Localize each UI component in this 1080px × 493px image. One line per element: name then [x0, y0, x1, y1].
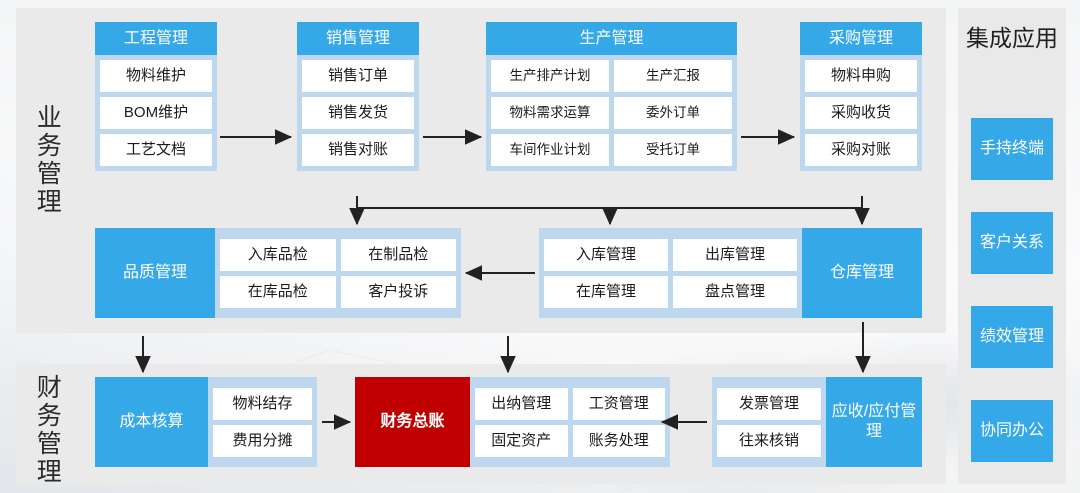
module-header: 采购管理	[800, 22, 922, 55]
module-header: 销售管理	[297, 22, 419, 55]
module-item[interactable]: 物料申购	[805, 60, 917, 92]
integrated-apps-title: 集成应用	[966, 25, 1058, 51]
module-item[interactable]: 物料需求运算	[491, 97, 609, 129]
module-header: 仓库管理	[802, 228, 922, 318]
module-item[interactable]: 盘点管理	[673, 275, 797, 308]
module-production-management[interactable]: 生产管理 生产排产计划 生产汇报 物料需求运算 委外订单 车间作业计划 受托订单	[486, 22, 737, 171]
module-item[interactable]: 出纳管理	[475, 387, 568, 420]
module-item[interactable]: 发票管理	[717, 387, 821, 420]
module-items: 出纳管理 工资管理 固定资产 账务处理	[470, 377, 670, 467]
module-item[interactable]: 固定资产	[475, 424, 568, 457]
module-item[interactable]: 受托订单	[614, 134, 732, 166]
module-item[interactable]: BOM维护	[100, 97, 212, 129]
module-item[interactable]: 入库管理	[544, 238, 668, 271]
module-items: 物料结存 费用分摊	[208, 377, 317, 467]
module-items: 发票管理 往来核销	[712, 377, 826, 467]
module-items: 物料维护 BOM维护 工艺文档	[95, 55, 217, 171]
module-item[interactable]: 工艺文档	[100, 134, 212, 166]
module-item[interactable]: 费用分摊	[213, 424, 312, 457]
module-item[interactable]: 工资管理	[572, 387, 665, 420]
app-chip-collaborative-office[interactable]: 协同办公	[971, 400, 1053, 462]
module-item[interactable]: 在制品检	[340, 238, 456, 271]
module-item[interactable]: 采购对账	[805, 134, 917, 166]
module-header: 成本核算	[95, 377, 208, 467]
module-item[interactable]: 物料维护	[100, 60, 212, 92]
module-header: 财务总账	[355, 377, 470, 467]
module-item[interactable]: 销售订单	[302, 60, 414, 92]
module-item[interactable]: 车间作业计划	[491, 134, 609, 166]
module-item[interactable]: 在库管理	[544, 275, 668, 308]
module-header: 应收/应付管理	[826, 377, 922, 467]
module-engineering-management[interactable]: 工程管理 物料维护 BOM维护 工艺文档	[95, 22, 217, 171]
module-purchase-management[interactable]: 采购管理 物料申购 采购收货 采购对账	[800, 22, 922, 171]
module-item[interactable]: 账务处理	[572, 424, 665, 457]
module-item[interactable]: 销售发货	[302, 97, 414, 129]
business-management-label: 业务管理	[33, 104, 62, 216]
module-item[interactable]: 入库品检	[220, 238, 336, 271]
module-item[interactable]: 出库管理	[673, 238, 797, 271]
module-item[interactable]: 客户投诉	[340, 275, 456, 308]
module-cost-accounting[interactable]: 成本核算 物料结存 费用分摊	[95, 377, 317, 467]
module-items: 物料申购 采购收货 采购对账	[800, 55, 922, 171]
app-chip-performance-management[interactable]: 绩效管理	[971, 306, 1053, 368]
module-general-ledger[interactable]: 财务总账 出纳管理 工资管理 固定资产 账务处理	[355, 377, 670, 467]
module-item[interactable]: 采购收货	[805, 97, 917, 129]
module-items: 入库管理 出库管理 在库管理 盘点管理	[539, 228, 802, 318]
module-item[interactable]: 在库品检	[220, 275, 336, 308]
module-item[interactable]: 销售对账	[302, 134, 414, 166]
app-chip-customer-relations[interactable]: 客户关系	[971, 212, 1053, 274]
module-header: 工程管理	[95, 22, 217, 55]
module-receivable-payable[interactable]: 发票管理 往来核销 应收/应付管理	[712, 377, 922, 467]
module-quality-management[interactable]: 品质管理 入库品检 在制品检 在库品检 客户投诉	[95, 228, 461, 318]
module-header: 生产管理	[486, 22, 737, 55]
module-item[interactable]: 物料结存	[213, 387, 312, 420]
module-item[interactable]: 生产排产计划	[491, 60, 609, 92]
module-item[interactable]: 生产汇报	[614, 60, 732, 92]
module-sales-management[interactable]: 销售管理 销售订单 销售发货 销售对账	[297, 22, 419, 171]
module-items: 入库品检 在制品检 在库品检 客户投诉	[215, 228, 461, 318]
module-item[interactable]: 往来核销	[717, 424, 821, 457]
module-item[interactable]: 委外订单	[614, 97, 732, 129]
app-chip-handheld-terminal[interactable]: 手持终端	[971, 118, 1053, 180]
finance-management-label: 财务管理	[33, 374, 62, 486]
module-items: 销售订单 销售发货 销售对账	[297, 55, 419, 171]
module-items: 生产排产计划 生产汇报 物料需求运算 委外订单 车间作业计划 受托订单	[486, 55, 737, 171]
module-warehouse-management[interactable]: 入库管理 出库管理 在库管理 盘点管理 仓库管理	[539, 228, 922, 318]
module-header: 品质管理	[95, 228, 215, 318]
